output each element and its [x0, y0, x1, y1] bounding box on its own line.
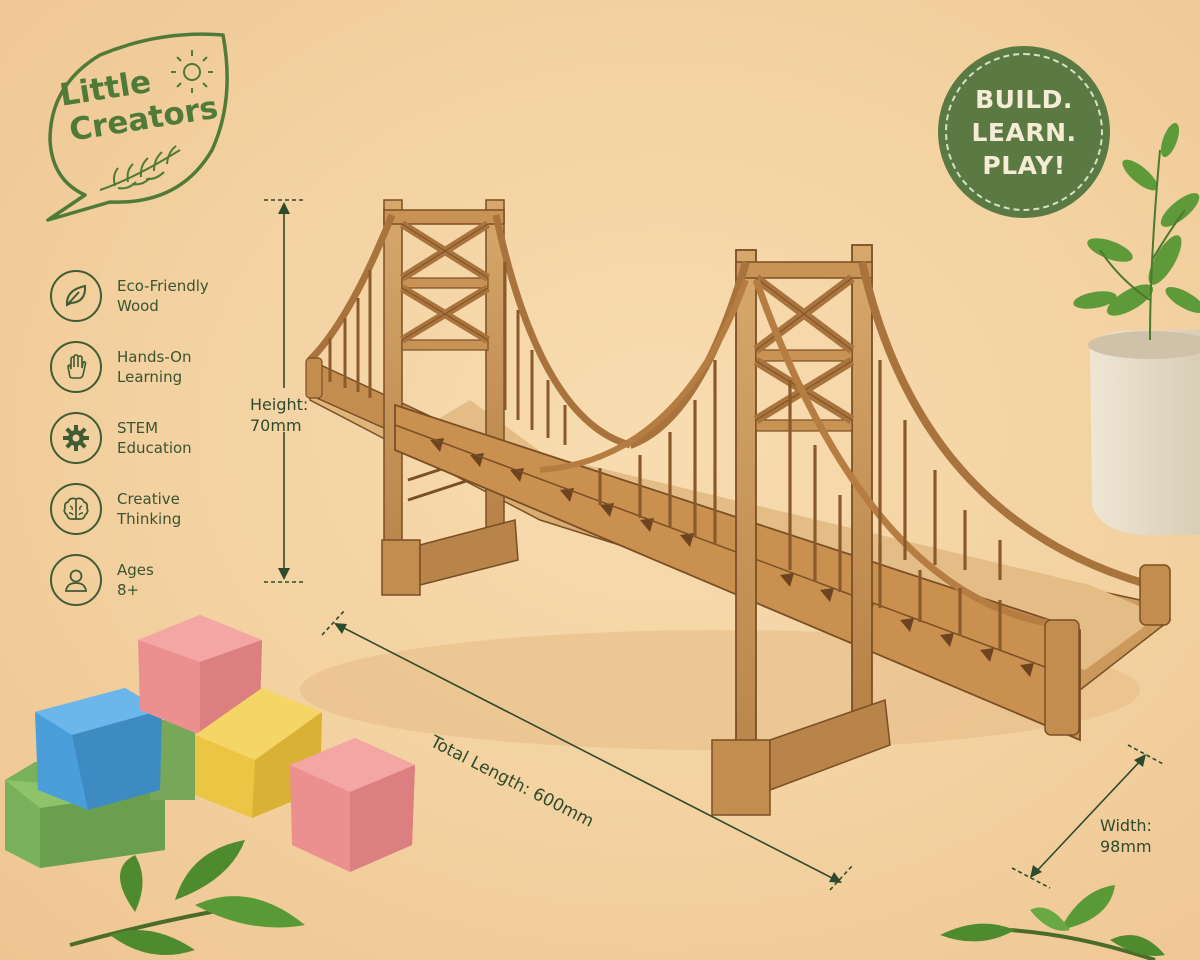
width-label-line2: 98mm — [1100, 837, 1152, 856]
feature-item-creative: Creative Thinking — [50, 481, 240, 552]
width-dimension-label: Width: 98mm — [1100, 815, 1152, 857]
feature-label: Ages 8+ — [117, 560, 257, 600]
hand-icon — [50, 341, 102, 393]
feature-label-line1: Eco-Friendly — [117, 277, 209, 295]
person-icon — [50, 554, 102, 606]
right-tower — [711, 244, 891, 816]
feature-item-ages: Ages 8+ — [50, 552, 240, 623]
feature-label-line2: 8+ — [117, 581, 140, 599]
potted-plant — [1073, 122, 1200, 535]
leaf-icon — [50, 270, 102, 322]
feature-label: Hands-On Learning — [117, 347, 257, 387]
feature-item-stem: STEM Education — [50, 410, 240, 481]
height-label-line2: 70mm — [250, 416, 302, 435]
feature-label: STEM Education — [117, 418, 257, 458]
width-label-line1: Width: — [1100, 816, 1152, 835]
feature-item-hands-on: Hands-On Learning — [50, 339, 240, 410]
brain-icon — [50, 483, 102, 535]
wooden-suspension-bridge — [305, 199, 1172, 816]
gear-icon — [50, 412, 102, 464]
height-label-line1: Height: — [250, 395, 309, 414]
feature-label-line1: Creative — [117, 490, 180, 508]
feature-label-line1: Hands-On — [117, 348, 192, 366]
feature-item-eco-friendly: Eco-Friendly Wood — [50, 268, 240, 339]
toy-blocks — [5, 615, 415, 872]
height-dimension-label: Height: 70mm — [250, 394, 308, 436]
feature-label-line2: Education — [117, 439, 192, 457]
feature-label-line1: STEM — [117, 419, 159, 437]
feature-label-line2: Thinking — [117, 510, 182, 528]
slogan-badge: BUILD. LEARN. PLAY! — [938, 46, 1110, 218]
feature-label: Creative Thinking — [117, 489, 257, 529]
decorative-leaves — [69, 840, 1165, 960]
feature-label-line2: Learning — [117, 368, 183, 386]
feature-label-line1: Ages — [117, 561, 154, 579]
dimension-lines — [264, 199, 1166, 891]
badge-dashed-ring — [945, 53, 1103, 211]
leaf-speech-bubble-icon — [46, 32, 229, 222]
feature-list: Eco-Friendly Wood Hands-On Learning STEM… — [50, 268, 240, 623]
left-tower — [381, 199, 519, 596]
brand-logo: Little Creators — [40, 30, 230, 225]
feature-label: Eco-Friendly Wood — [117, 276, 257, 316]
feature-label-line2: Wood — [117, 297, 159, 315]
